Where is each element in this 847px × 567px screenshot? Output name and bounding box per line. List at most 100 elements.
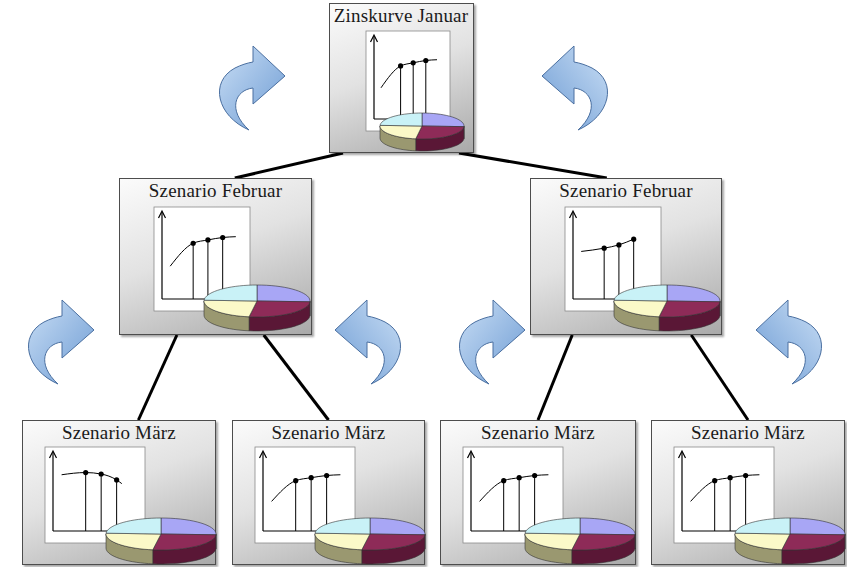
tree-connector (264, 335, 329, 420)
y-axis (681, 452, 682, 531)
curve-dot (410, 60, 415, 65)
curve-dot (616, 242, 621, 247)
axis-arrowhead (468, 451, 475, 458)
y-axis (52, 452, 53, 531)
curved-arrow (28, 300, 94, 384)
y-axis (572, 212, 573, 299)
yield-curve (272, 475, 341, 502)
curve-dot (501, 478, 506, 483)
curved-arrow (219, 46, 285, 130)
tree-connector (235, 153, 343, 178)
axis-arrowhead (679, 451, 686, 458)
pie-slice (735, 533, 790, 550)
scenario-title: Szenario März (652, 421, 844, 444)
drop-line (193, 243, 194, 299)
drop-line (412, 63, 413, 119)
drop-line (745, 476, 746, 532)
y-axis (470, 452, 471, 531)
tree-connector (691, 335, 748, 420)
pie-chart (106, 518, 216, 564)
drop-line (425, 61, 426, 120)
curve-dot (602, 246, 607, 251)
curve-dot (398, 63, 403, 68)
y-axis (161, 212, 162, 299)
scenario-title: Szenario März (233, 421, 424, 444)
drop-line (503, 481, 504, 531)
y-axis (373, 36, 374, 119)
pie-chart (315, 518, 425, 564)
pie-side (153, 535, 216, 564)
pie-chart (735, 518, 845, 564)
pie-slice (315, 518, 370, 534)
axis-arrowhead (260, 451, 267, 458)
pie-slice (735, 518, 790, 534)
curve-dot (532, 473, 537, 478)
pie-side (362, 535, 425, 564)
pie-slice (380, 125, 422, 139)
curved-arrow (756, 300, 822, 384)
drop-line (295, 481, 296, 531)
axis-arrowhead (50, 451, 57, 458)
drop-line (604, 248, 605, 299)
pie-side (572, 535, 635, 564)
scenario-box: Szenario Februar (119, 178, 312, 335)
axis-arrowhead (370, 35, 377, 42)
pie-slice (161, 518, 216, 535)
pie-side (415, 127, 463, 151)
yield-curve (691, 475, 760, 502)
scenario-box: Szenario März (651, 420, 845, 565)
pie-slice (204, 285, 257, 301)
curve-dot (293, 478, 298, 483)
curve-dot (83, 470, 88, 475)
pie-slice (580, 518, 635, 535)
scenario-title: Szenario Februar (531, 179, 721, 202)
pie-slice (790, 518, 845, 535)
pie-slice (422, 113, 464, 127)
y-axis (262, 452, 263, 531)
yield-curve (62, 473, 122, 484)
scenario-box: Szenario März (22, 420, 216, 565)
curve-dot (220, 235, 225, 240)
drop-line (730, 478, 731, 531)
curved-arrow (335, 300, 401, 384)
scenario-box: Szenario März (440, 420, 636, 565)
pie-slice (614, 300, 667, 317)
drop-line (116, 480, 117, 531)
curve-dot (99, 471, 104, 476)
drop-line (519, 478, 520, 531)
curved-arrow (459, 300, 525, 384)
curve-dot (728, 475, 733, 480)
pie-slice (153, 534, 216, 550)
scenario-box: Zinskurve Januar (329, 3, 474, 153)
chart-illustration (330, 4, 475, 154)
drop-line (326, 476, 327, 532)
curve-dot (309, 475, 314, 480)
pie-slice (249, 301, 310, 317)
pie-slice (204, 300, 257, 317)
scenario-title: Szenario März (23, 421, 215, 444)
drop-line (618, 245, 619, 299)
pie-chart (525, 518, 635, 564)
pie-slice (106, 518, 161, 534)
curve-dot (205, 237, 210, 242)
tree-connector (538, 335, 572, 420)
pie-side (659, 302, 720, 331)
curve-dot (743, 473, 748, 478)
pie-slice (370, 518, 425, 535)
pie-slice (659, 301, 720, 317)
pie-slice (315, 533, 370, 550)
scenario-title: Szenario Februar (120, 179, 311, 202)
pie-side (249, 302, 310, 331)
curve-dot (631, 237, 636, 242)
pie-slice (614, 285, 667, 301)
drop-line (714, 481, 715, 531)
tree-connector (459, 153, 607, 178)
drop-line (207, 240, 208, 299)
pie-side (782, 535, 845, 564)
yield-curve (581, 239, 633, 251)
drop-line (400, 66, 401, 119)
scenario-title: Szenario März (441, 421, 635, 444)
scenario-box: Szenario Februar (530, 178, 722, 335)
pie-slice (415, 126, 463, 139)
pie-slice (782, 534, 845, 550)
